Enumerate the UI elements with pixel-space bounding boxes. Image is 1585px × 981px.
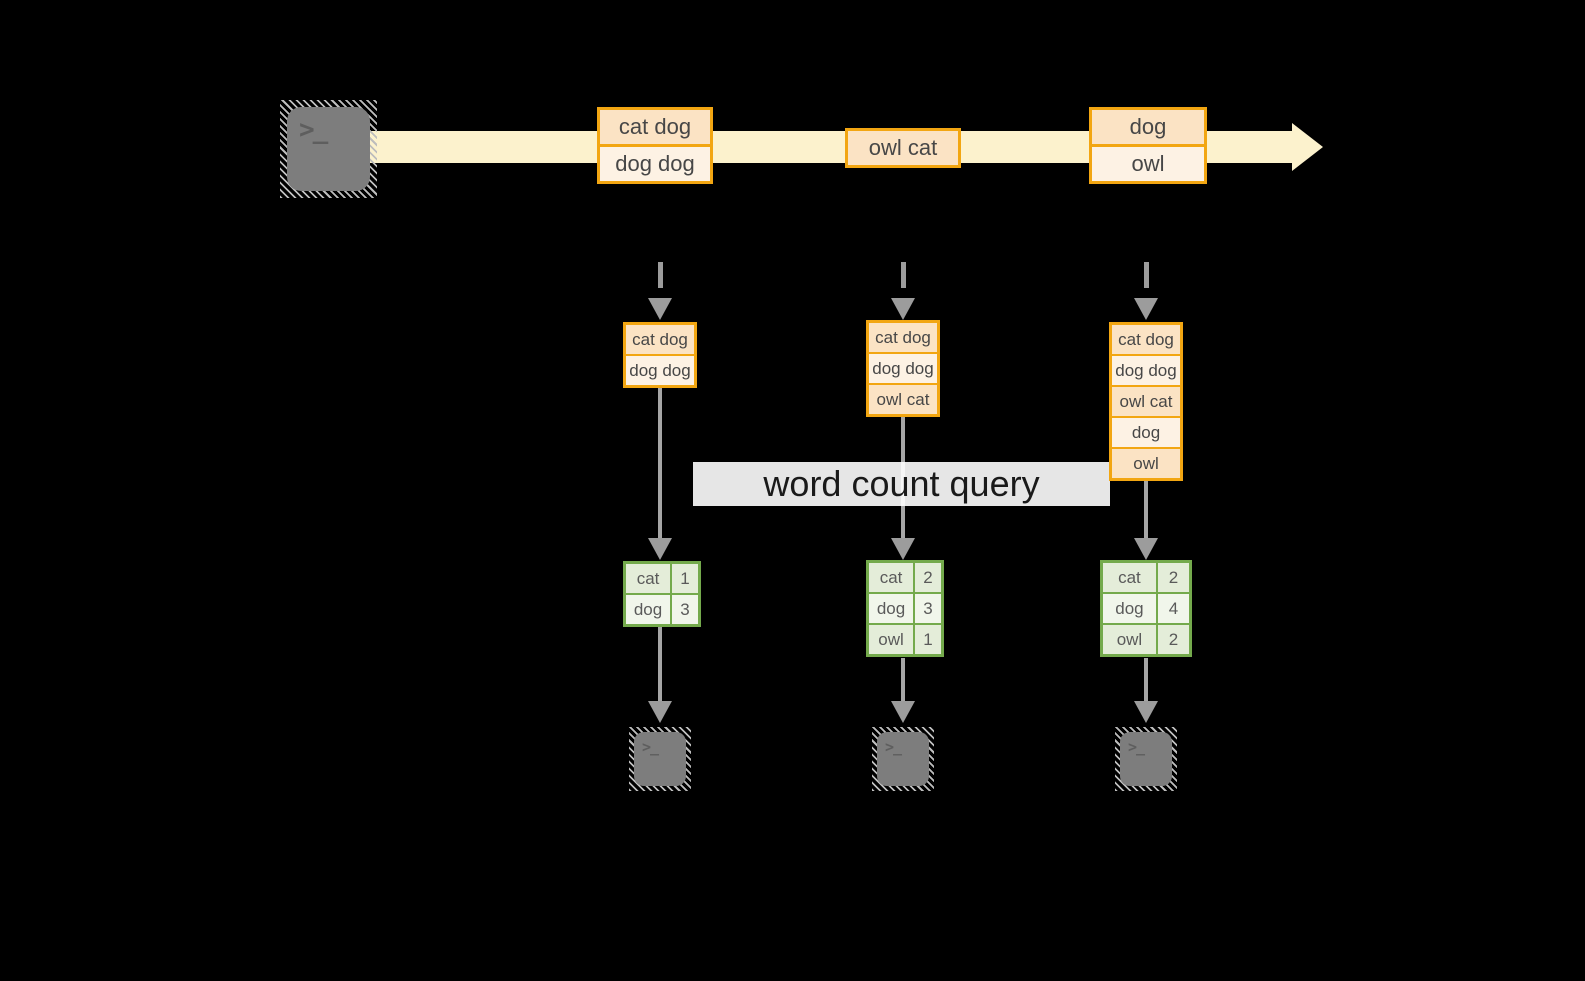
- stream-event-row: owl cat: [848, 131, 958, 165]
- output-connector-line: [1144, 658, 1148, 703]
- count-cell: 1: [915, 625, 941, 654]
- count-row: dog 4: [1103, 594, 1189, 623]
- count-table-3: cat 2 dog 4 owl 2: [1100, 560, 1192, 657]
- terminal-prompt-icon: >_: [1128, 738, 1145, 756]
- count-cell: 1: [672, 564, 698, 593]
- stream-event-box-3: dog owl: [1089, 107, 1207, 184]
- stream-event-row: dog dog: [600, 147, 710, 181]
- word-cell: cat: [1103, 563, 1156, 592]
- count-cell: 2: [1157, 625, 1189, 654]
- terminal-screen: >_: [634, 732, 686, 786]
- query-arrowhead-icon: [891, 538, 915, 560]
- output-arrowhead-icon: [648, 701, 672, 723]
- source-terminal-icon: >_: [280, 100, 377, 198]
- count-cell: 3: [672, 595, 698, 624]
- terminal-screen: >_: [877, 732, 929, 786]
- stream-event-row: owl: [1092, 147, 1204, 181]
- terminal-prompt-icon: >_: [885, 738, 902, 756]
- count-row: owl 1: [869, 625, 941, 654]
- output-connector-line: [901, 658, 905, 703]
- word-cell: owl: [869, 625, 914, 654]
- tap-arrowhead-icon: [891, 298, 915, 320]
- count-cell: 2: [915, 563, 941, 592]
- output-terminal-icon: >_: [629, 727, 691, 791]
- word-cell: dog: [869, 594, 914, 623]
- word-cell: cat: [869, 563, 914, 592]
- stream-event-row: dog: [1092, 110, 1204, 144]
- terminal-prompt-icon: >_: [642, 738, 659, 756]
- count-cell: 4: [1157, 594, 1189, 623]
- output-terminal-icon: >_: [872, 727, 934, 791]
- output-connector-line: [658, 627, 662, 703]
- count-row: cat 1: [626, 564, 698, 593]
- count-table-2: cat 2 dog 3 owl 1: [866, 560, 944, 657]
- count-cell: 2: [1157, 563, 1189, 592]
- buffer-row: cat dog: [869, 323, 937, 352]
- stream-event-box-1: cat dog dog dog: [597, 107, 713, 184]
- query-arrowhead-icon: [1134, 538, 1158, 560]
- buffer-row: dog dog: [626, 356, 694, 385]
- buffer-box-2: cat dog dog dog owl cat: [866, 320, 940, 417]
- buffer-row: owl cat: [869, 385, 937, 414]
- count-cell: 3: [915, 594, 941, 623]
- buffer-box-1: cat dog dog dog: [623, 322, 697, 388]
- stream-arrowhead-icon: [1292, 123, 1323, 171]
- tap-arrow-dash: [901, 262, 906, 300]
- buffer-row: dog dog: [869, 354, 937, 383]
- word-cell: owl: [1103, 625, 1156, 654]
- count-row: cat 2: [1103, 563, 1189, 592]
- query-arrowhead-icon: [648, 538, 672, 560]
- tap-arrowhead-icon: [648, 298, 672, 320]
- buffer-row: dog: [1112, 418, 1180, 447]
- buffer-row: cat dog: [626, 325, 694, 354]
- tap-arrowhead-icon: [1134, 298, 1158, 320]
- count-row: dog 3: [626, 595, 698, 624]
- count-row: owl 2: [1103, 625, 1189, 654]
- query-connector-line: [658, 386, 662, 540]
- stream-event-box-2: owl cat: [845, 128, 961, 168]
- count-row: dog 3: [869, 594, 941, 623]
- query-label-band: word count query: [693, 462, 1110, 506]
- buffer-box-3: cat dog dog dog owl cat dog owl: [1109, 322, 1183, 481]
- query-connector-line: [1144, 479, 1148, 540]
- count-row: cat 2: [869, 563, 941, 592]
- terminal-prompt-icon: >_: [299, 115, 328, 145]
- word-cell: cat: [626, 564, 671, 593]
- buffer-row: owl: [1112, 449, 1180, 478]
- terminal-screen: >_: [1120, 732, 1172, 786]
- buffer-row: owl cat: [1112, 387, 1180, 416]
- output-terminal-icon: >_: [1115, 727, 1177, 791]
- stream-event-row: cat dog: [600, 110, 710, 144]
- query-label: word count query: [763, 463, 1040, 504]
- word-cell: dog: [1103, 594, 1156, 623]
- output-arrowhead-icon: [1134, 701, 1158, 723]
- output-arrowhead-icon: [891, 701, 915, 723]
- buffer-row: cat dog: [1112, 325, 1180, 354]
- word-cell: dog: [626, 595, 671, 624]
- tap-arrow-dash: [1144, 262, 1149, 300]
- buffer-row: dog dog: [1112, 356, 1180, 385]
- count-table-1: cat 1 dog 3: [623, 561, 701, 627]
- tap-arrow-dash: [658, 262, 663, 300]
- terminal-screen: >_: [287, 107, 370, 191]
